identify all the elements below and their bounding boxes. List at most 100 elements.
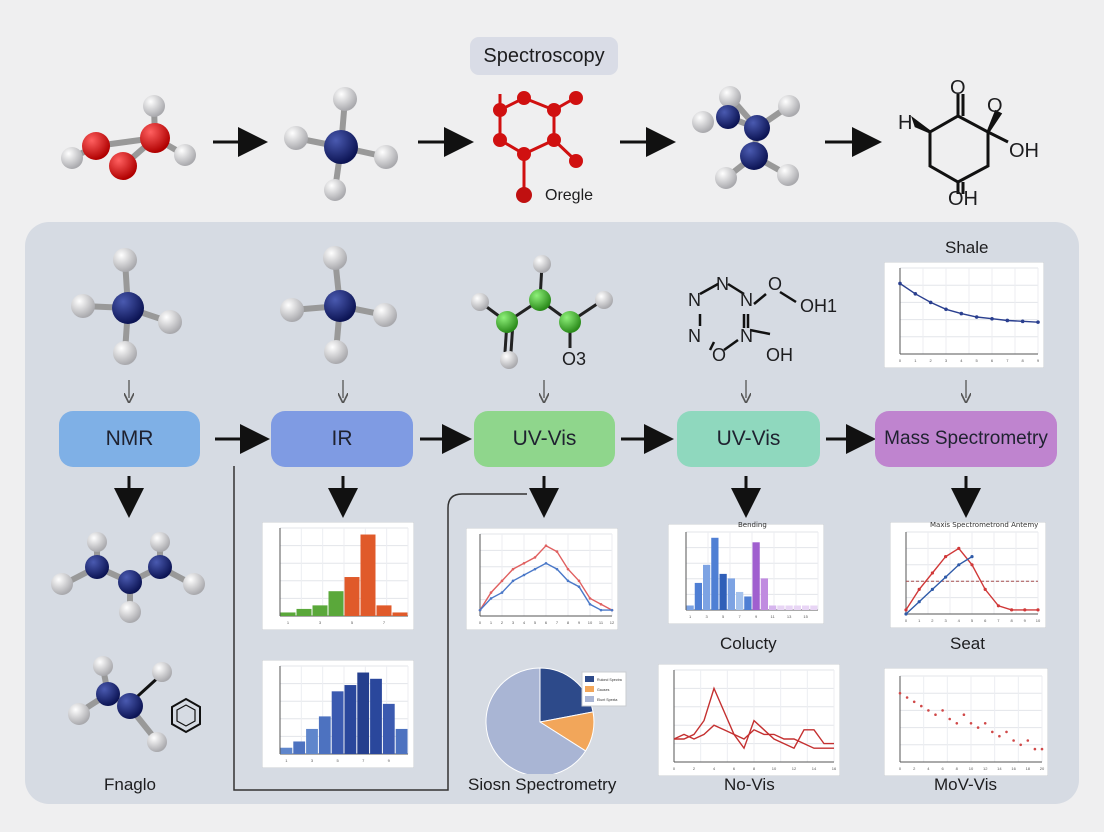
bar	[376, 605, 392, 616]
data-point	[599, 608, 603, 612]
tick-label: 2	[693, 766, 696, 771]
series-line	[905, 556, 973, 615]
data-point	[1020, 319, 1025, 324]
data-point	[555, 550, 559, 553]
data-point	[920, 704, 923, 708]
data-point	[974, 315, 979, 319]
data-point	[998, 734, 1001, 738]
legend-swatch	[585, 676, 594, 682]
tick-label: 3	[945, 358, 948, 363]
data-point	[533, 567, 537, 571]
triazine-o: O	[768, 274, 783, 294]
legend-swatch	[585, 686, 594, 692]
tick-label: 4	[960, 358, 963, 363]
data-point	[511, 579, 515, 583]
nmr-product-molecule	[51, 532, 205, 623]
stage-label: Mass Spectrometry	[884, 428, 1048, 449]
tick-label: 4	[927, 766, 930, 771]
tick-label: 8	[1022, 358, 1025, 363]
tick-label: 0	[899, 358, 902, 363]
data-point	[566, 567, 570, 571]
nmr-molecule	[71, 248, 182, 365]
title: Spectroscopy	[470, 37, 618, 75]
formula-h: H	[898, 112, 913, 134]
data-point	[955, 722, 959, 725]
data-point	[957, 563, 961, 567]
tick-label: 5	[976, 358, 979, 363]
chart-background	[466, 528, 618, 630]
data-point	[944, 307, 948, 312]
bar	[694, 582, 702, 610]
triazine-n3: N	[740, 290, 753, 310]
bar	[752, 542, 760, 610]
tick-label: 6	[545, 620, 548, 625]
data-point	[1026, 739, 1030, 742]
caption-novis: No-Vis	[724, 775, 775, 794]
stage-label: IR	[331, 427, 353, 450]
data-point	[478, 608, 482, 612]
tick-label: 5	[534, 620, 537, 625]
bar	[785, 605, 793, 610]
tick-label: 1	[918, 618, 921, 623]
data-point	[904, 612, 908, 616]
triazine-oh1: OH1	[800, 296, 838, 316]
pie-slice	[485, 667, 587, 774]
molecule-2	[284, 87, 398, 201]
data-point	[970, 555, 974, 559]
bar	[318, 716, 331, 754]
data-point	[588, 602, 592, 606]
data-point	[500, 591, 504, 594]
data-point	[912, 700, 916, 704]
bar	[777, 605, 785, 610]
data-point	[610, 608, 614, 612]
caption-bending: Bending	[738, 521, 767, 529]
stage-ir[interactable]: IR	[271, 411, 413, 467]
data-point	[944, 555, 948, 559]
data-point	[511, 567, 515, 571]
tick-label: 2	[931, 618, 934, 623]
pie-slice	[539, 667, 594, 723]
tick-label: 11	[599, 620, 604, 625]
tick-label: 7	[362, 758, 365, 763]
tick-label: 12	[792, 766, 797, 771]
tick-label: 20	[1040, 766, 1045, 771]
data-point	[577, 585, 581, 589]
stage-uvvis-1[interactable]: UV-Vis	[474, 411, 615, 467]
tick-label: 13	[787, 614, 792, 619]
data-point	[941, 709, 944, 712]
bar	[736, 591, 744, 610]
stage-uvvis-2[interactable]: UV-Vis	[677, 411, 820, 467]
caption-fnaglo: Fnaglo	[104, 775, 156, 794]
data-point	[1005, 318, 1010, 323]
tick-label: 5	[722, 614, 725, 619]
bar	[810, 605, 818, 610]
tick-label: 18	[1026, 766, 1031, 771]
tick-label: 8	[753, 766, 756, 771]
tick-label: 4	[713, 766, 716, 771]
caption-seat: Seat	[950, 634, 985, 653]
top-row-diagram	[61, 86, 1009, 203]
tick-label: 7	[739, 614, 742, 619]
tick-label: 2	[913, 766, 916, 771]
tick-label: 5	[351, 620, 354, 625]
tick-label: 5	[336, 758, 339, 763]
stage-label: NMR	[105, 427, 154, 450]
tick-label: 12	[610, 620, 615, 625]
bar	[686, 605, 694, 610]
tick-label: 10	[1036, 618, 1041, 623]
tick-label: 7	[1006, 358, 1009, 363]
tick-label: 16	[832, 766, 837, 771]
data-point	[970, 563, 974, 567]
molecule-3-ring	[493, 91, 583, 203]
data-point	[555, 567, 559, 571]
panel-diagram	[51, 246, 981, 791]
bar	[711, 537, 719, 610]
stage-nmr[interactable]: NMR	[59, 411, 200, 467]
formula-oh-right: OH	[1009, 140, 1039, 162]
tick-label: 7	[997, 618, 1000, 623]
tick-label: 1	[490, 620, 493, 625]
data-point	[976, 726, 980, 729]
data-point	[500, 579, 504, 583]
data-point	[522, 561, 526, 565]
stage-mass-spectrometry[interactable]: Mass Spectrometry	[875, 411, 1057, 467]
